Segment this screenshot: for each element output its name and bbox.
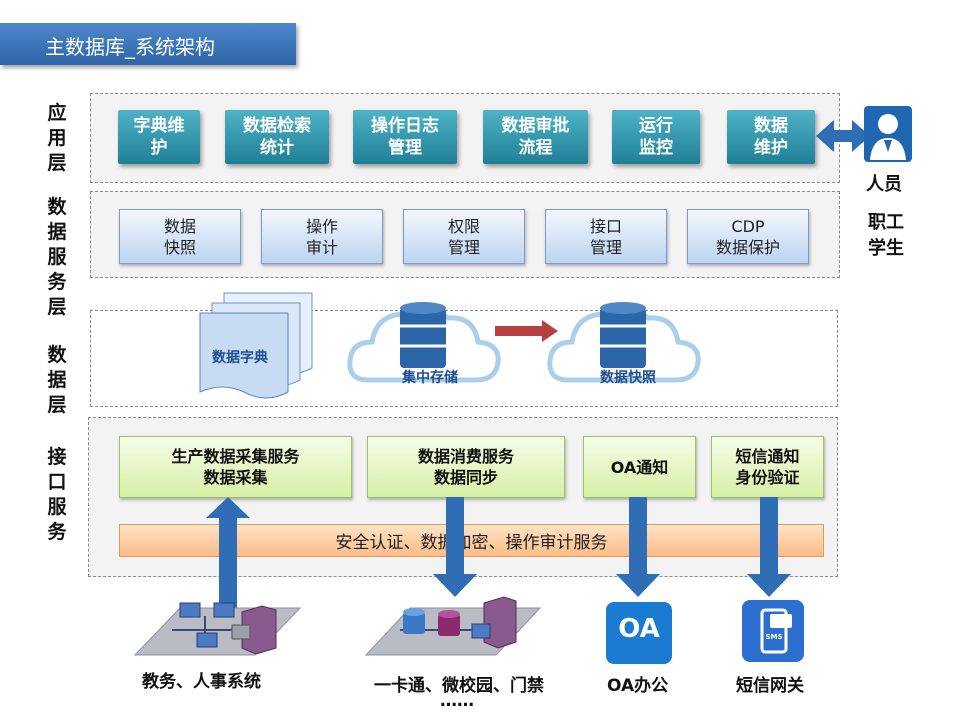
sms-logo-icon [742, 600, 804, 662]
down-arrow-icon [433, 497, 477, 597]
app-button-dictionary[interactable]: 字典维 护 [118, 110, 200, 164]
app-button-log-management[interactable]: 操作日志 管理 [353, 110, 457, 164]
layer-label-data-service: 数据服务层 [47, 196, 67, 318]
service-button-audit[interactable]: 操作 审计 [261, 209, 383, 264]
layer-label-app: 应用层 [47, 102, 67, 174]
service-button-interface[interactable]: 接口 管理 [545, 209, 667, 264]
service-button-snapshot[interactable]: 数据 快照 [119, 209, 241, 264]
snapshot-cloud-icon [547, 302, 701, 383]
academic-network-icon [133, 602, 302, 656]
layer-label-data: 数据层 [47, 344, 67, 416]
central-storage-label: 集中存储 [402, 370, 458, 386]
interface-button-consume-sync[interactable]: 数据消费服务 数据同步 [367, 436, 565, 498]
data-layer-graphics [199, 292, 701, 399]
system-label-campus: 一卡通、微校园、门禁 [374, 676, 544, 696]
title-bar: 主数据库_系统架构 [0, 23, 296, 65]
data-dictionary-label: 数据字典 [212, 350, 268, 366]
service-button-permission[interactable]: 权限 管理 [403, 209, 525, 264]
service-button-cdp[interactable]: CDP 数据保护 [687, 209, 809, 264]
campus-network-icon [364, 596, 542, 656]
app-button-search-stats[interactable]: 数据检索 统计 [225, 110, 329, 164]
user-label-students: 学生 [868, 238, 904, 259]
sms-logo-text: SMS [765, 633, 783, 641]
oa-logo-icon [606, 602, 672, 664]
snapshot-label: 数据快照 [600, 370, 656, 386]
app-button-approval-flow[interactable]: 数据审批 流程 [483, 110, 588, 164]
double-arrow-icon [816, 120, 870, 152]
down-arrow-icon [616, 497, 660, 597]
system-label-academic-hr: 教务、人事系统 [142, 672, 261, 692]
snapshot-arrow-icon [495, 320, 558, 342]
data-dictionary-icon [199, 292, 313, 399]
user-icon [864, 106, 912, 162]
interface-button-production-collect[interactable]: 生产数据采集服务 数据采集 [119, 436, 352, 498]
page-title: 主数据库_系统架构 [45, 35, 215, 59]
user-label-people: 人员 [866, 174, 902, 195]
central-storage-cloud-icon [347, 302, 501, 383]
interface-button-sms-verify[interactable]: 短信通知 身份验证 [711, 436, 824, 498]
system-label-oa: OA办公 [607, 676, 669, 696]
oa-logo-text: OA [618, 614, 660, 644]
app-layer-panel [90, 93, 840, 183]
system-label-sms-gateway: 短信网关 [736, 676, 804, 696]
down-arrow-icon [747, 497, 791, 597]
up-arrow-icon [206, 497, 250, 610]
layer-label-interface: 接口服务 [47, 446, 67, 543]
app-button-monitoring[interactable]: 运行 监控 [612, 110, 700, 164]
app-button-data-maintenance[interactable]: 数据 维护 [727, 110, 815, 164]
system-label-campus-more: …… [440, 691, 474, 711]
user-label-staff: 职工 [868, 212, 904, 233]
